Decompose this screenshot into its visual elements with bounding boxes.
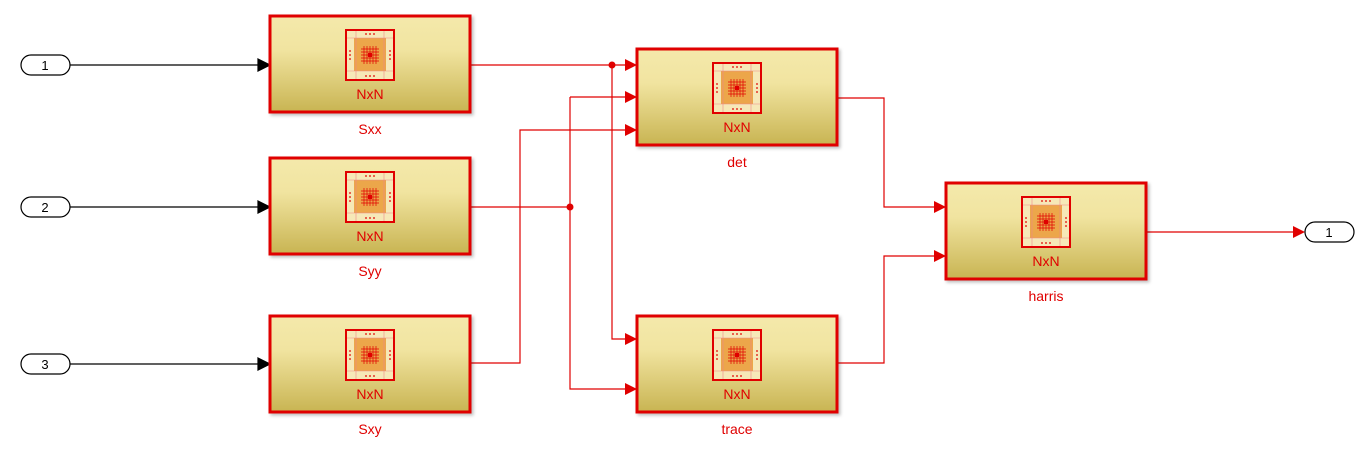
matrix-subsystem-icon [345,171,395,223]
wire-arrows-and-branch-points [566,59,1305,395]
block-size-label: NxN [723,119,750,135]
matrix-subsystem-icon [712,62,762,114]
inport-3[interactable]: 3 [20,353,71,375]
signal-wires[interactable] [470,64,1293,390]
input-wires [70,58,272,371]
block-size-label: NxN [356,228,383,244]
inport-label: 1 [41,58,48,73]
block-name-label[interactable]: harris [1028,288,1063,304]
subsystem-block-det[interactable]: NxN [635,47,839,147]
block-size-label: NxN [356,386,383,402]
subsystem-block-syy[interactable]: NxN [268,156,472,256]
block-name-label[interactable]: trace [721,421,752,437]
block-size-label: NxN [356,86,383,102]
block-size-label: NxN [723,386,750,402]
outport-1[interactable]: 1 [1304,221,1355,243]
matrix-subsystem-icon [1021,196,1071,248]
block-name-label[interactable]: Syy [358,263,381,279]
matrix-subsystem-icon [712,329,762,381]
block-size-label: NxN [1032,253,1059,269]
inport-label: 2 [41,200,48,215]
inport-2[interactable]: 2 [20,196,71,218]
block-name-label[interactable]: Sxy [358,421,381,437]
inport-1[interactable]: 1 [20,54,71,76]
outport-label: 1 [1325,225,1332,240]
subsystem-block-sxx[interactable]: NxN [268,14,472,114]
subsystem-block-sxy[interactable]: NxN [268,314,472,414]
subsystem-block-harris[interactable]: NxN [944,181,1148,281]
matrix-subsystem-icon [345,329,395,381]
inport-label: 3 [41,357,48,372]
block-name-label[interactable]: det [727,154,747,170]
subsystem-block-trace[interactable]: NxN [635,314,839,414]
block-name-label[interactable]: Sxx [358,121,381,137]
matrix-subsystem-icon [345,29,395,81]
